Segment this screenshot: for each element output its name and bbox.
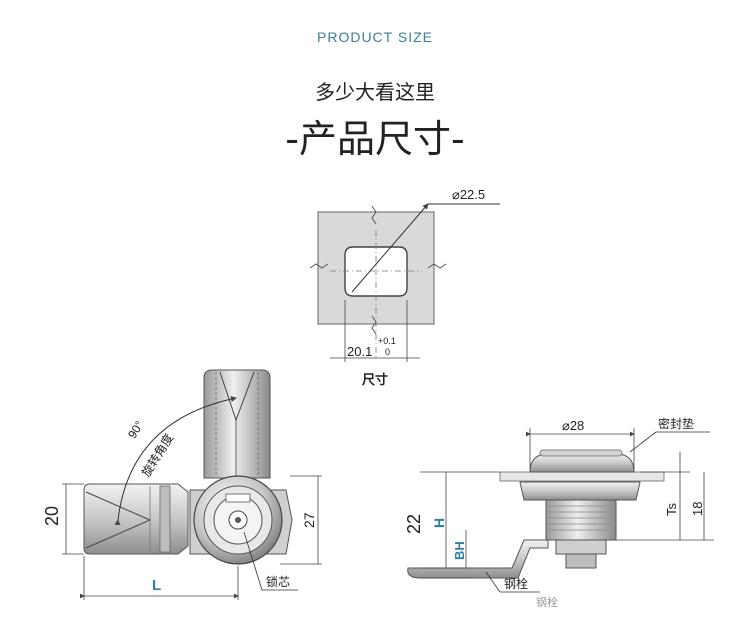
- cutout-caption: 尺寸: [362, 372, 388, 388]
- threaded-body: [545, 499, 617, 541]
- cutout-tol-plus: +0.1: [378, 336, 396, 346]
- rotation-angle-label: 90°: [125, 418, 147, 441]
- side-height-22: 22: [404, 514, 424, 534]
- lock-head: [529, 453, 635, 473]
- side-cam: [407, 539, 549, 579]
- cam-label-faded: 钢栓: [536, 595, 558, 609]
- lock-core-label: 锁芯: [266, 574, 290, 589]
- cutout-drawing: ⌀22.5 20.1 +0.1 0 尺寸: [309, 187, 500, 388]
- side-view-drawing: ⌀28 密封垫 22 H BH Ts 18 钢栓 钢栓: [404, 416, 714, 609]
- rotation-angle-caption: 旋转角度: [138, 431, 176, 480]
- front-height-20: 20: [42, 506, 62, 526]
- front-height-27: 27: [301, 512, 317, 528]
- front-view-drawing: 90° 旋转角度 20 27 L 锁芯: [42, 369, 322, 600]
- section-title: -产品尺寸-: [285, 117, 465, 161]
- gasket-label: 密封垫: [658, 416, 694, 431]
- side-panel: [499, 471, 665, 482]
- side-diameter-label: ⌀28: [562, 418, 584, 433]
- cam-rotated-position: [203, 369, 271, 479]
- cutout-diameter-label: ⌀22.5: [452, 187, 485, 202]
- h-label: H: [431, 518, 447, 528]
- section-subtitle-cn: 多少大看这里: [315, 80, 435, 104]
- cam-label: 钢栓: [504, 576, 528, 591]
- section-subtitle-en: PRODUCT SIZE: [317, 29, 433, 45]
- front-length-label: L: [152, 577, 161, 594]
- cutout-tol-zero: 0: [385, 347, 390, 357]
- ts-label: Ts: [664, 503, 679, 517]
- cutout-width-label: 20.1: [347, 344, 372, 359]
- bh-label: BH: [452, 541, 467, 560]
- side-height-18: 18: [690, 502, 705, 516]
- cam-horizontal: [83, 483, 189, 555]
